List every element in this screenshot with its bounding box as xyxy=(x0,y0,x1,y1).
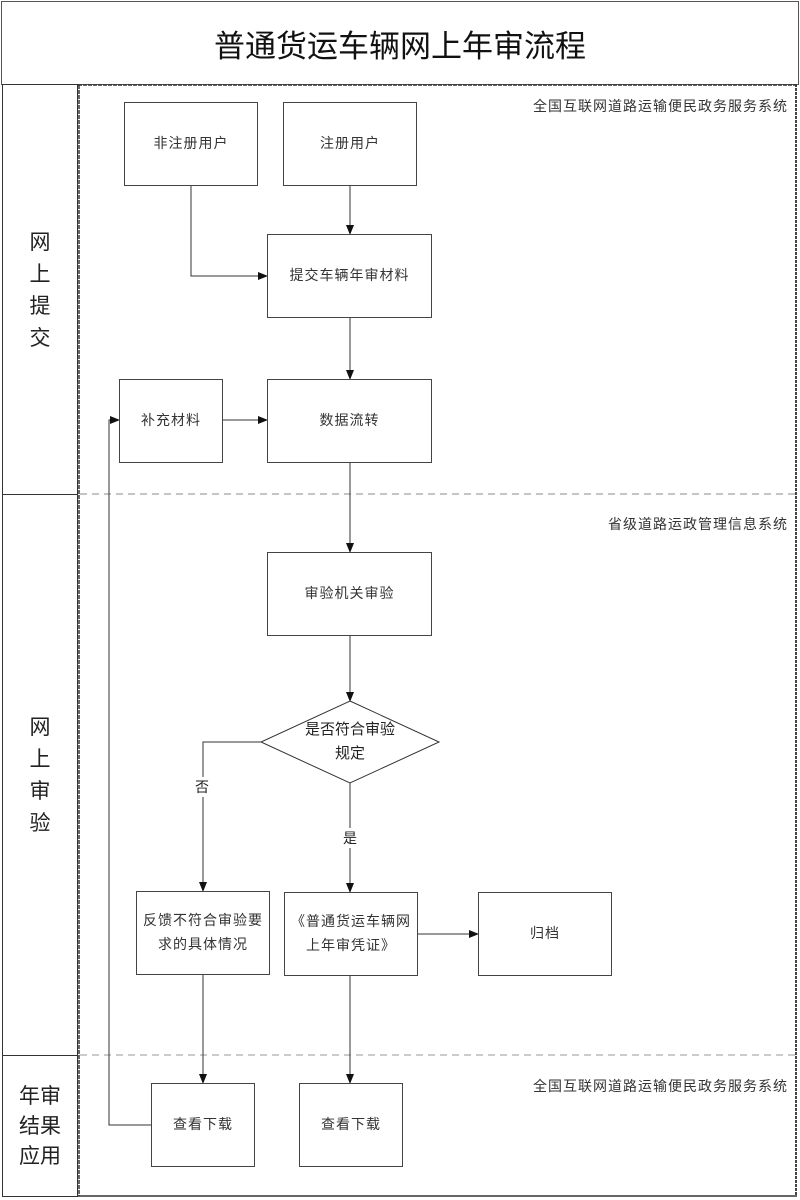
node-supplement-materials: 补充材料 xyxy=(119,379,223,463)
lane-label-result: 年审 结果 应用 xyxy=(2,1055,78,1197)
node-registered-user-text: 注册用户 xyxy=(320,136,380,152)
node-submit-materials: 提交车辆年审材料 xyxy=(267,234,432,318)
edge-download-to-supplement xyxy=(108,416,151,1126)
node-authority-review: 审验机关审验 xyxy=(267,552,432,636)
node-registered-user: 注册用户 xyxy=(283,102,417,186)
page-title: 普通货运车辆网上年审流程 xyxy=(214,28,586,65)
node-feedback-text: 反馈不符合审验要求的具体情况 xyxy=(143,913,263,953)
lane-label-submit-text: 网 上 提 交 xyxy=(29,229,51,350)
system-label-review: 省级道路运政管理信息系统 xyxy=(608,517,788,533)
node-view-download-1: 查看下载 xyxy=(151,1083,255,1167)
node-decision-text: 是否符合审验规定 xyxy=(304,720,395,762)
node-submit-materials-text: 提交车辆年审材料 xyxy=(289,268,410,284)
lane-label-result-text: 年审 结果 应用 xyxy=(19,1084,61,1168)
lane-label-submit: 网 上 提 交 xyxy=(2,84,78,495)
node-view-download-2: 查看下载 xyxy=(299,1083,403,1167)
edge-label-no: 否 xyxy=(193,777,211,797)
node-feedback: 反馈不符合审验要求的具体情况 xyxy=(136,891,270,975)
lane-label-review-text: 网 上 审 验 xyxy=(29,715,51,835)
edge-label-yes: 是 xyxy=(341,828,359,848)
node-authority-review-text: 审验机关审验 xyxy=(304,586,395,602)
edge-unregistered-to-submit xyxy=(190,185,268,280)
node-unregistered-user-text: 非注册用户 xyxy=(153,136,229,152)
node-view-download-1-text: 查看下载 xyxy=(173,1117,233,1133)
node-supplement-materials-text: 补充材料 xyxy=(141,413,201,429)
node-certificate: 《普通货运车辆网上年审凭证》 xyxy=(284,892,418,976)
node-view-download-2-text: 查看下载 xyxy=(321,1117,381,1133)
edge-decision-no xyxy=(199,741,261,892)
node-certificate-text: 《普通货运车辆网上年审凭证》 xyxy=(291,914,411,954)
lane-label-review: 网 上 审 验 xyxy=(2,494,78,1056)
node-archive: 归档 xyxy=(478,892,612,976)
node-unregistered-user: 非注册用户 xyxy=(124,102,258,186)
system-label-submit: 全国互联网道路运输便民政务服务系统 xyxy=(533,99,788,115)
node-data-transfer-text: 数据流转 xyxy=(319,413,380,429)
system-label-result: 全国互联网道路运输便民政务服务系统 xyxy=(533,1079,788,1095)
node-data-transfer: 数据流转 xyxy=(267,379,432,463)
node-archive-text: 归档 xyxy=(530,926,560,942)
